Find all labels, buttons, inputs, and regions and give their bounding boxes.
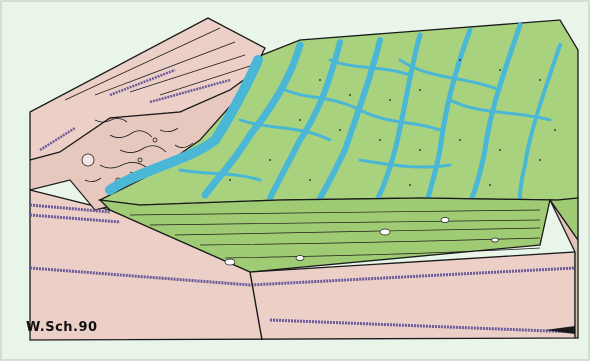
artist-signature: W.Sch.90 bbox=[26, 320, 98, 335]
